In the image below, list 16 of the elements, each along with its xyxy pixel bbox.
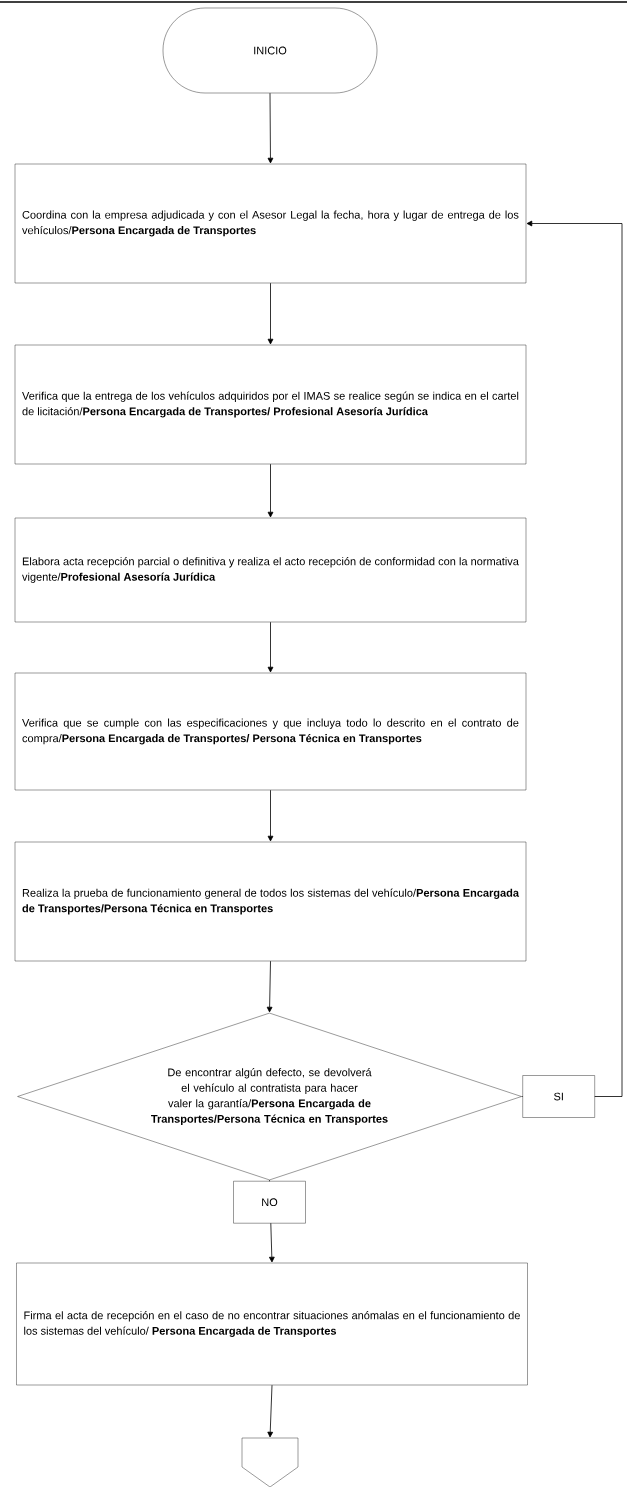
process-box: Firma el acta de recepción en el caso de no encontrar situaciones anómalas en el funcionamiento de los sistemas del vehículo/ Persona Encargada de Transportes bbox=[16, 1262, 528, 1386]
process-box: Realiza la prueba de funcionamiento general de todos los sistemas del vehículo/Persona Encargada de Transportes/Persona Técnica en Transportes bbox=[14, 841, 527, 962]
arrow bbox=[267, 282, 274, 345]
process-box: Coordina con la empresa adjudicada y con el Asesor Legal la fecha, hora y lugar de entrega de los vehículos/Persona Encargada de Transportes bbox=[14, 163, 527, 284]
process-box: Verifica que se cumple con las especificaciones y que incluya todo lo descrito en el contrato de compra/Persona Encargada de Transportes/ Persona Técnica en Transportes bbox=[14, 672, 527, 791]
arrow bbox=[266, 960, 273, 1013]
edge-label: NO bbox=[233, 1181, 306, 1224]
process-box: Elabora acta recepción parcial o definitiva y realiza el acto recepción de conformidad con la normativa vigente/Profesional Asesoría Jurídica bbox=[14, 517, 527, 623]
arrow bbox=[267, 1384, 274, 1438]
process-box: Verifica que la entrega de los vehículos adquiridos por el IMAS se realice según se indica en el cartel de licitación/Persona Encargada de Transportes/ Profesional Asesoría Jurídica bbox=[14, 344, 527, 465]
off-page-connector bbox=[241, 1437, 299, 1487]
edge-label: SI bbox=[522, 1075, 595, 1118]
arrow bbox=[267, 463, 274, 518]
arrow bbox=[267, 621, 274, 673]
arrow bbox=[267, 789, 274, 842]
arrow bbox=[267, 92, 274, 164]
